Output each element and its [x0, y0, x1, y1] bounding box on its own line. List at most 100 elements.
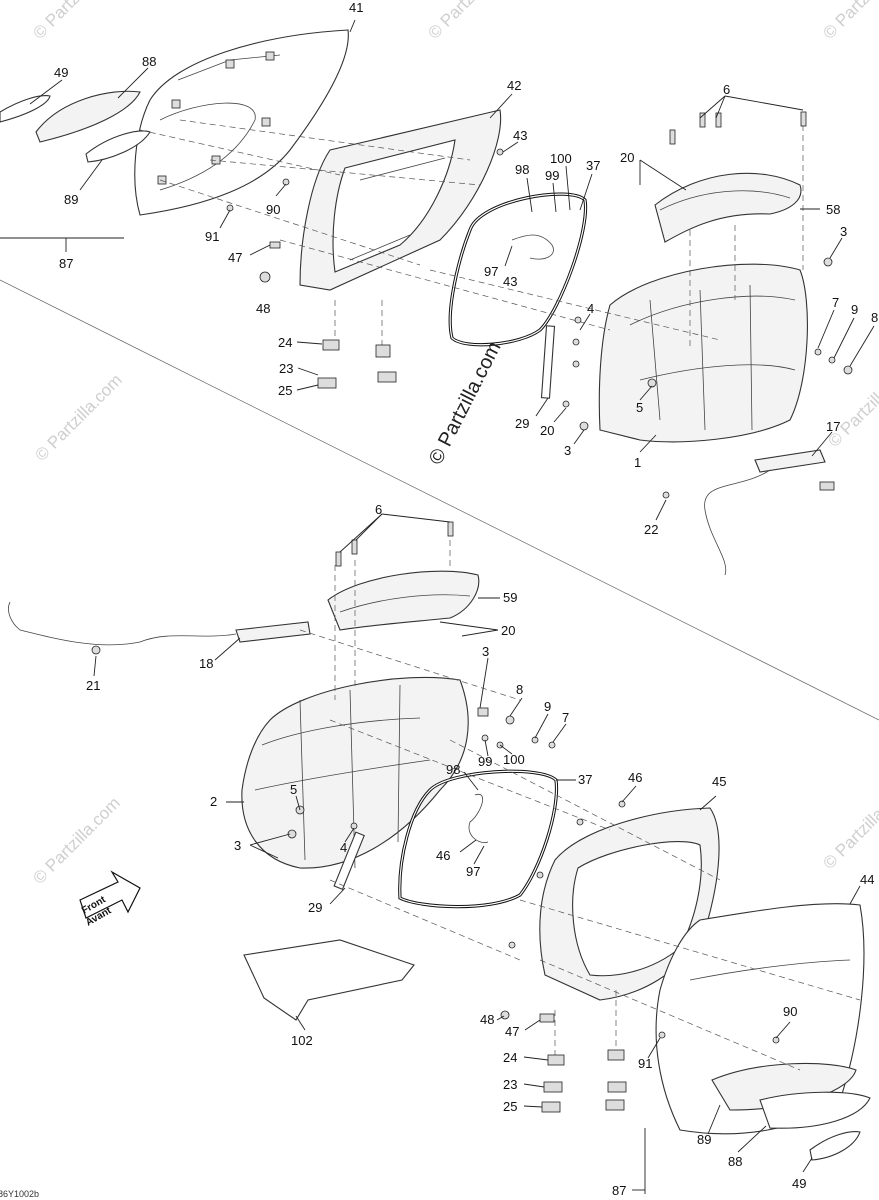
callout-label: 24: [278, 335, 292, 350]
callout-label: 5: [636, 400, 643, 415]
latch-connector: [819, 481, 835, 491]
callout-label: 43: [503, 274, 517, 289]
callout-label: 90: [266, 202, 280, 217]
reflector-base-part: [759, 1091, 871, 1129]
callout-label: 59: [503, 590, 517, 605]
callout-label: 6: [723, 82, 730, 97]
callout-label: 100: [550, 151, 572, 166]
callout-label: 99: [545, 168, 559, 183]
callout-label: 23: [503, 1077, 517, 1092]
support-strut-part: [333, 831, 365, 891]
callout-label: 8: [871, 310, 878, 325]
latch-cable: [704, 469, 771, 576]
latch-assembly-part: [235, 621, 311, 643]
callout-label: 41: [349, 0, 363, 15]
door-seal-part: [448, 192, 588, 347]
callout-label: 25: [503, 1099, 517, 1114]
callout-label: 1: [634, 455, 641, 470]
inner-frame-edge: [349, 157, 446, 261]
watermark: © Partzilla.com: [819, 778, 879, 872]
callout-label: 20: [620, 150, 634, 165]
callout-label: 9: [544, 699, 551, 714]
callout-label: 18: [199, 656, 213, 671]
clip-fastener: [265, 51, 275, 61]
callout-label: 89: [697, 1132, 711, 1147]
callout-labels-bottom: 6 59 20 18 21 3 8 9 7 100 99 98 37 2 5 3…: [86, 502, 874, 1198]
watermark: © Partzilla.com: [31, 370, 125, 464]
callout-label: 20: [501, 623, 515, 638]
callout-label: 100: [503, 752, 525, 767]
callout-label: 37: [578, 772, 592, 787]
saddlebag-body-contour: [629, 295, 796, 381]
callout-label: 90: [783, 1004, 797, 1019]
callout-label: 89: [64, 192, 78, 207]
callout-label: 44: [860, 872, 874, 887]
callout-label: 5: [290, 782, 297, 797]
top-lid-part: [654, 172, 802, 243]
callout-label: 48: [256, 301, 270, 316]
hardware-top: [226, 111, 853, 499]
callout-label: 98: [446, 762, 460, 777]
callout-label: 4: [340, 840, 347, 855]
callout-label: 47: [228, 250, 242, 265]
callout-label: 37: [586, 158, 600, 173]
callout-label: 25: [278, 383, 292, 398]
callout-label: 6: [375, 502, 382, 517]
cable-part: [511, 234, 554, 260]
callout-label: 97: [484, 264, 498, 279]
outer-cover-inner-contour: [689, 959, 851, 981]
callout-label: 98: [515, 162, 529, 177]
door-seal-highlight: [399, 770, 558, 908]
callout-label: 3: [234, 838, 241, 853]
callout-label: 7: [562, 710, 569, 725]
reflector-gasket-part: [809, 1131, 861, 1161]
callout-label: 97: [466, 864, 480, 879]
section-divider-line: [0, 279, 879, 721]
outer-cover-inner-contour: [159, 102, 256, 191]
callout-label: 102: [291, 1033, 313, 1048]
callout-label: 58: [826, 202, 840, 217]
callout-label: 49: [54, 65, 68, 80]
callout-label: 4: [587, 301, 594, 316]
top-lid-edge: [659, 190, 791, 211]
watermark-center: © Partzilla.com: [425, 338, 506, 468]
callout-label: 22: [644, 522, 658, 537]
callout-label: 91: [638, 1056, 652, 1071]
skid-plate-part: [243, 939, 415, 1021]
callout-label: 49: [792, 1176, 806, 1191]
clip-fastener: [225, 59, 235, 69]
callout-label: 3: [840, 224, 847, 239]
callout-label: 8: [516, 682, 523, 697]
saddlebag-body-rib: [649, 284, 753, 431]
hardware-bottom: [91, 521, 780, 1113]
callout-label: 45: [712, 774, 726, 789]
assembly-lines-top: [139, 115, 804, 350]
callout-label: 21: [86, 678, 100, 693]
callout-label: 2: [210, 794, 217, 809]
callout-label: 99: [478, 754, 492, 769]
watermark: © Partzilla.com: [29, 793, 123, 887]
latch-cable: [8, 601, 237, 646]
top-lid-part: [327, 570, 480, 631]
door-seal-highlight: [449, 193, 587, 346]
callout-label: 29: [308, 900, 322, 915]
leader-lines-bottom: [93, 513, 861, 1173]
diagram-code: 86Y1002b: [0, 1189, 39, 1199]
clip-fastener: [261, 117, 271, 127]
callout-label: 46: [436, 848, 450, 863]
support-strut-part: [540, 325, 556, 399]
reflector-gasket-part: [0, 95, 51, 123]
watermark: © Partzilla.com: [819, 0, 879, 43]
callout-label: 43: [513, 128, 527, 143]
callout-label: 87: [612, 1183, 626, 1198]
callout-label: 17: [826, 419, 840, 434]
callout-label: 29: [515, 416, 529, 431]
callout-label: 42: [507, 78, 521, 93]
callout-label: 23: [279, 361, 293, 376]
callout-label: 88: [142, 54, 156, 69]
clip-fastener: [171, 99, 181, 109]
clip-fastener: [157, 175, 167, 185]
callout-label: 48: [480, 1012, 494, 1027]
callout-label: 88: [728, 1154, 742, 1169]
